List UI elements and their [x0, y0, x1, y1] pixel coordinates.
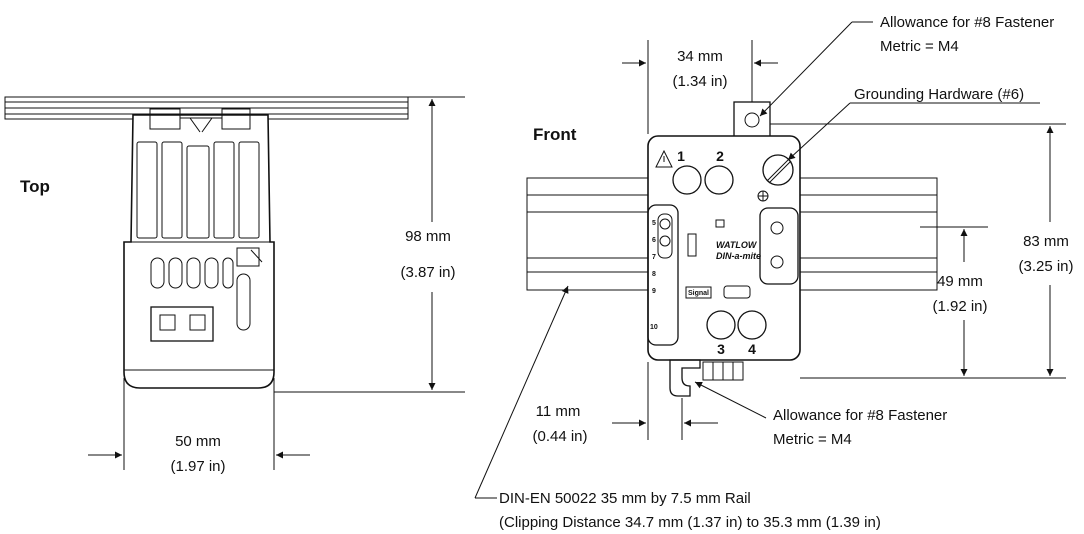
top-width-mm: 50 mm	[175, 433, 221, 450]
warning-icon	[655, 149, 673, 168]
top-height-mm: 98 mm	[405, 228, 451, 245]
scale-mark-9: 9	[652, 288, 656, 295]
top-width-in: (1.97 in)	[170, 458, 225, 475]
terminal-3	[706, 310, 736, 340]
rail-callout: DIN-EN 50022 35 mm by 7.5 mm Rail (Clipp…	[474, 285, 881, 531]
scale-mark-6: 6	[652, 237, 656, 244]
top-fastener-line2: Metric = M4	[880, 38, 959, 55]
top-fastener-line1: Allowance for #8 Fastener	[880, 14, 1054, 31]
mid-height-mm: 49 mm	[937, 273, 983, 290]
front-view-title: Front	[533, 125, 577, 144]
grounding-callout: Grounding Hardware (#6)	[787, 86, 1040, 161]
bottom-fastener-callout: Allowance for #8 Fastener Metric = M4	[694, 381, 947, 448]
terminal-1-label: 1	[677, 148, 685, 164]
status-led	[715, 219, 725, 228]
offset-dimension: 11 mm (0.44 in)	[532, 362, 718, 445]
top-fastener-tab	[733, 101, 771, 139]
top-view-title: Top	[20, 177, 50, 196]
front-height-mm: 83 mm	[1023, 233, 1069, 250]
bottom-latch	[669, 359, 744, 397]
terminal-2	[704, 165, 734, 195]
offset-in: (0.44 in)	[532, 428, 587, 445]
front-view: Front 1 2	[474, 14, 1074, 531]
front-width-in: (1.34 in)	[672, 73, 727, 90]
scale-mark-5: 5	[652, 220, 656, 227]
top-height-in: (3.87 in)	[400, 264, 455, 281]
mid-height-dimension: 49 mm (1.92 in)	[920, 226, 988, 376]
top-fastener-callout: Allowance for #8 Fastener Metric = M4	[759, 14, 1054, 117]
model-label: DIN-a-mite	[716, 251, 761, 261]
top-view-module	[123, 108, 275, 389]
top-height-dimension: 98 mm (3.87 in)	[274, 96, 465, 393]
rail-line1: DIN-EN 50022 35 mm by 7.5 mm Rail	[499, 490, 751, 507]
terminal-4	[737, 310, 767, 340]
grounding-screw	[762, 154, 794, 186]
terminal-3-label: 3	[717, 341, 725, 357]
front-height-dimension: 83 mm (3.25 in)	[770, 123, 1074, 379]
terminal-2-label: 2	[716, 148, 724, 164]
brand-label: WATLOW	[716, 240, 758, 250]
scale-mark-10: 10	[650, 324, 658, 331]
mid-height-in: (1.92 in)	[932, 298, 987, 315]
scale-mark-8: 8	[652, 271, 656, 278]
signal-label: Signal	[688, 290, 709, 297]
rail-line2: (Clipping Distance 34.7 mm (1.37 in) to …	[499, 514, 881, 531]
terminal-4-label: 4	[748, 341, 756, 357]
front-module: 1 2 5 6 7 8 9 10	[647, 135, 801, 361]
front-width-mm: 34 mm	[677, 48, 723, 65]
top-width-dimension: 50 mm (1.97 in)	[88, 378, 310, 475]
terminal-1	[672, 165, 702, 195]
front-width-dimension: 34 mm (1.34 in)	[622, 40, 778, 134]
offset-mm: 11 mm	[536, 403, 581, 420]
front-height-in: (3.25 in)	[1018, 258, 1073, 275]
bottom-fastener-line2: Metric = M4	[773, 431, 852, 448]
scale-mark-7: 7	[652, 254, 656, 261]
bottom-fastener-line1: Allowance for #8 Fastener	[773, 407, 947, 424]
grounding-label: Grounding Hardware (#6)	[854, 86, 1024, 103]
top-view: Top	[4, 96, 465, 475]
